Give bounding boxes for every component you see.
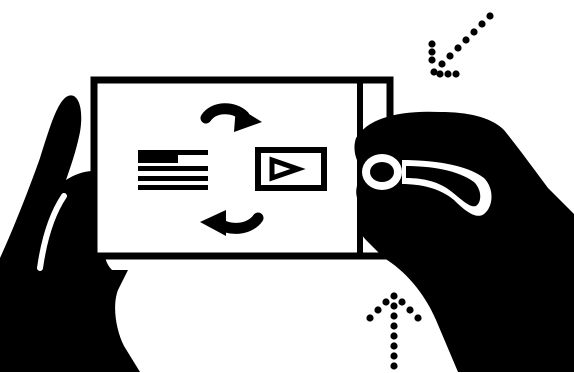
right-hand-icon <box>354 112 574 372</box>
dotted-arrow-diagonal-icon <box>428 12 493 77</box>
dotted-arrow-up-icon <box>366 292 421 369</box>
